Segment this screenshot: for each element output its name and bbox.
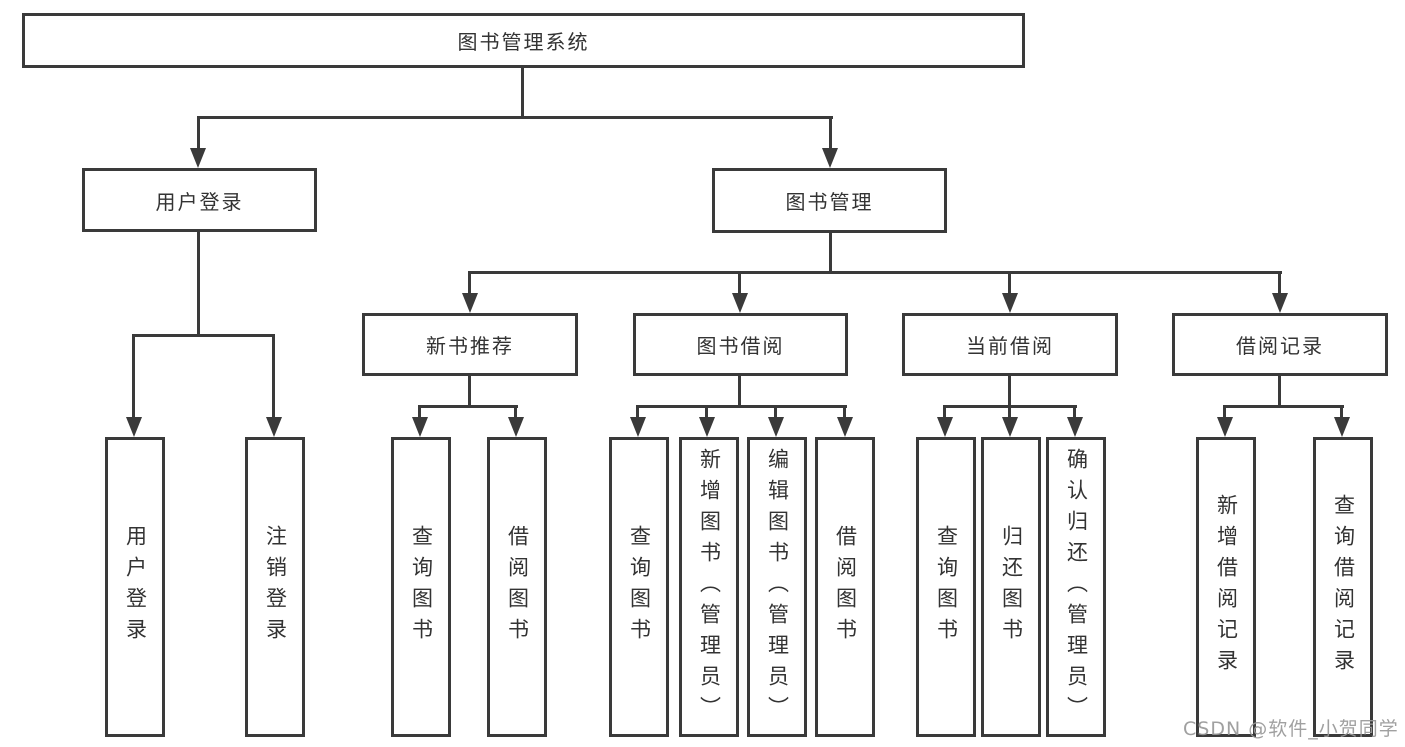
- arrow-down-icon: [266, 417, 282, 437]
- leaf-borrow-edit-label: 编辑图书（管理员）: [765, 447, 790, 727]
- connector-drop: [1008, 405, 1011, 419]
- arrow-down-icon: [412, 417, 428, 437]
- connector-book-borrow-stem: [738, 376, 741, 408]
- node-new-books-label: 新书推荐: [426, 334, 514, 358]
- connector-drop: [943, 405, 946, 419]
- node-borrow-records-label: 借阅记录: [1236, 334, 1324, 358]
- connector-drop: [636, 405, 639, 419]
- leaf-newbooks-borrow-label: 借阅图书: [505, 525, 530, 649]
- leaf-current-query-label: 查询图书: [934, 525, 959, 649]
- leaf-borrow-add: 新增图书（管理员）: [679, 437, 739, 737]
- connector-drop: [774, 405, 777, 419]
- leaf-borrow-borrow: 借阅图书: [815, 437, 875, 737]
- leaf-newbooks-query-label: 查询图书: [409, 525, 434, 649]
- leaf-current-confirm: 确认归还（管理员）: [1046, 437, 1106, 737]
- arrow-down-icon: [837, 417, 853, 437]
- arrow-down-icon: [822, 148, 838, 168]
- arrow-down-icon: [190, 148, 206, 168]
- leaf-borrow-edit: 编辑图书（管理员）: [747, 437, 807, 737]
- connector-drop-borrow-records: [1278, 271, 1281, 297]
- node-current-borrow: 当前借阅: [902, 313, 1118, 376]
- connector-drop: [1223, 405, 1226, 419]
- leaf-logout: 注销登录: [245, 437, 305, 737]
- arrow-down-icon: [1217, 417, 1233, 437]
- leaf-records-add: 新增借阅记录: [1196, 437, 1256, 737]
- connector-current-borrow-stem: [1008, 376, 1011, 408]
- connector-level1-rail: [197, 116, 833, 119]
- leaf-user-login-label: 用户登录: [123, 525, 148, 649]
- connector-drop-book-borrow: [738, 271, 741, 297]
- node-book-borrow: 图书借阅: [633, 313, 848, 376]
- connector-drop-book-mgmt: [829, 116, 832, 150]
- node-book-borrow-label: 图书借阅: [696, 334, 785, 358]
- connector-borrow-records-rail: [1223, 405, 1344, 408]
- arrow-down-icon: [1272, 293, 1288, 313]
- leaf-borrow-query-label: 查询图书: [627, 525, 652, 649]
- leaf-newbooks-query: 查询图书: [391, 437, 451, 737]
- leaf-logout-label: 注销登录: [263, 525, 288, 649]
- connector-book-borrow-rail: [636, 405, 847, 408]
- node-current-borrow-label: 当前借阅: [966, 334, 1054, 358]
- connector-drop: [514, 405, 517, 419]
- leaf-current-return: 归还图书: [981, 437, 1041, 737]
- arrow-down-icon: [1002, 293, 1018, 313]
- arrow-down-icon: [937, 417, 953, 437]
- connector-borrow-records-stem: [1278, 376, 1281, 408]
- arrow-down-icon: [1067, 417, 1083, 437]
- node-root-label: 图书管理系统: [457, 30, 590, 54]
- connector-root-stem: [521, 68, 524, 118]
- connector-drop-new-books: [468, 271, 471, 297]
- connector-drop-current-borrow: [1008, 271, 1011, 297]
- leaf-records-query-label: 查询借阅记录: [1331, 494, 1356, 680]
- connector-drop: [843, 405, 846, 419]
- connector-new-books-stem: [468, 376, 471, 408]
- node-book-mgmt-label: 图书管理: [785, 190, 874, 214]
- connector-book-mgmt-stem: [829, 233, 832, 274]
- connector-new-books-rail: [418, 405, 518, 408]
- leaf-records-add-label: 新增借阅记录: [1214, 494, 1239, 680]
- arrow-down-icon: [462, 293, 478, 313]
- arrow-down-icon: [1334, 417, 1350, 437]
- connector-drop-user-login: [197, 116, 200, 150]
- arrow-down-icon: [508, 417, 524, 437]
- leaf-newbooks-borrow: 借阅图书: [487, 437, 547, 737]
- connector-drop: [418, 405, 421, 419]
- leaf-borrow-borrow-label: 借阅图书: [833, 525, 858, 649]
- arrow-down-icon: [699, 417, 715, 437]
- connector-user-login-rail: [132, 334, 275, 337]
- arrow-down-icon: [732, 293, 748, 313]
- node-new-books: 新书推荐: [362, 313, 578, 376]
- arrow-down-icon: [126, 417, 142, 437]
- connector-drop-leaf-logout: [272, 334, 275, 419]
- connector-drop: [705, 405, 708, 419]
- arrow-down-icon: [1002, 417, 1018, 437]
- connector-drop: [1340, 405, 1343, 419]
- leaf-user-login: 用户登录: [105, 437, 165, 737]
- leaf-current-confirm-label: 确认归还（管理员）: [1064, 447, 1089, 727]
- connector-drop: [1073, 405, 1076, 419]
- arrow-down-icon: [630, 417, 646, 437]
- leaf-current-return-label: 归还图书: [999, 525, 1024, 649]
- node-borrow-records: 借阅记录: [1172, 313, 1388, 376]
- arrow-down-icon: [768, 417, 784, 437]
- node-book-mgmt: 图书管理: [712, 168, 947, 233]
- leaf-current-query: 查询图书: [916, 437, 976, 737]
- node-user-login: 用户登录: [82, 168, 317, 232]
- leaf-borrow-query: 查询图书: [609, 437, 669, 737]
- connector-level2-rail: [468, 271, 1282, 274]
- connector-user-login-stem: [197, 232, 200, 336]
- connector-drop-leaf-user-login: [132, 334, 135, 419]
- node-user-login-label: 用户登录: [155, 189, 244, 214]
- leaf-records-query: 查询借阅记录: [1313, 437, 1373, 737]
- csdn-watermark: CSDN @软件_小贺同学: [1183, 718, 1399, 740]
- leaf-borrow-add-label: 新增图书（管理员）: [697, 447, 722, 727]
- node-root: 图书管理系统: [22, 13, 1025, 68]
